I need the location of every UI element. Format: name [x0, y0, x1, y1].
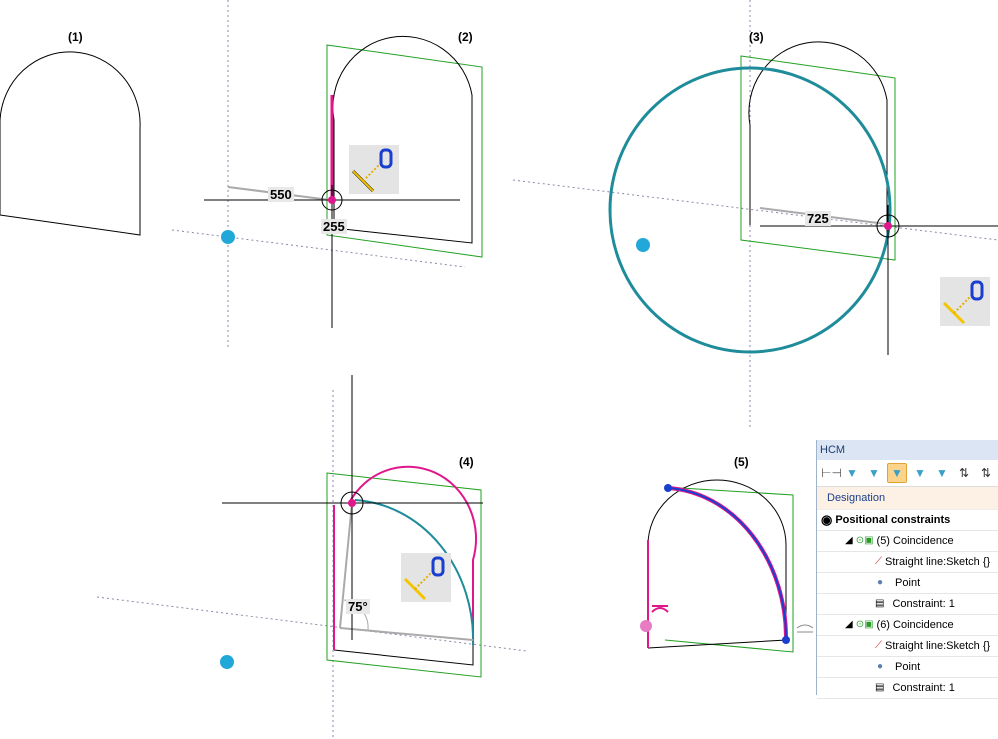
panel-label: (5) — [734, 455, 749, 469]
line-icon: ⟋ — [875, 640, 882, 651]
work-plane-5 — [664, 486, 794, 653]
tree-root-label: Positional constraints — [835, 514, 951, 526]
snap-cursor-icon — [321, 189, 343, 211]
dimension-label[interactable]: 725 — [805, 211, 831, 226]
hcm-title: HCM — [817, 440, 998, 460]
sketch-arch-1 — [0, 51, 141, 236]
expand-triangle-icon[interactable]: ◢ — [845, 619, 853, 630]
filter-play-icon[interactable]: ▼ — [868, 466, 880, 480]
origin-point-icon — [221, 230, 235, 244]
line-icon: ⟋ — [875, 556, 882, 567]
item-label: Constraint: 1 — [892, 598, 955, 610]
filter-icon[interactable]: ▼ — [846, 466, 858, 480]
point-icon: ● — [877, 577, 884, 588]
sketch-arch-5 — [647, 479, 787, 649]
group-label: (5) Coincidence — [876, 535, 954, 547]
expand-triangle-icon[interactable]: ◢ — [845, 535, 853, 546]
tree-item[interactable]: ▤ Constraint: 1 — [817, 594, 998, 615]
teal-circle — [608, 66, 892, 354]
panel-label: (2) — [458, 30, 473, 44]
points — [220, 230, 790, 669]
collapse-icon[interactable]: ⇅ — [980, 466, 992, 480]
point-icon: ● — [877, 661, 884, 672]
item-label: Straight line:Sketch {} — [885, 640, 991, 652]
filter-warning-icon[interactable]: ▼ — [914, 466, 926, 480]
tree-item[interactable]: ● Point — [817, 657, 998, 678]
work-plane-2 — [326, 44, 483, 258]
item-label: Point — [895, 661, 921, 673]
tree-item[interactable]: ⟋Straight line:Sketch {} — [817, 552, 998, 573]
dimension-cursor-icon — [401, 553, 451, 602]
constraint-icon: ▤ — [875, 598, 885, 609]
panel-label: (1) — [68, 30, 83, 44]
hcm-panel: HCM ⊢⊣ ▼ ▼ ▼ ▼ ▼ ⇅ ⇅ Designation ◉Positi… — [816, 440, 998, 699]
dimension-tool-icon[interactable]: ⊢⊣ — [821, 466, 842, 480]
coincidence-icon: ⊙▣ — [855, 535, 874, 546]
expand-icon[interactable]: ⇅ — [958, 466, 970, 480]
item-label: Straight line:Sketch {} — [885, 556, 991, 568]
constraint-icon: ▤ — [875, 682, 885, 693]
endpoint-icon — [664, 484, 672, 492]
group-label: (6) Coincidence — [876, 619, 954, 631]
sketch-arch-2 — [332, 35, 473, 244]
filter-sketch-icon[interactable]: ▼ — [887, 463, 907, 483]
point-icon — [640, 620, 652, 632]
dimension-label[interactable]: 550 — [268, 187, 294, 202]
origin-point-icon — [636, 238, 650, 252]
tree-root[interactable]: ◉Positional constraints — [817, 510, 998, 531]
work-plane-4 — [326, 472, 482, 678]
item-label: Point — [895, 577, 921, 589]
item-label: Constraint: 1 — [892, 682, 955, 694]
column-header-designation[interactable]: Designation — [817, 487, 998, 510]
tree-item[interactable]: ● Point — [817, 573, 998, 594]
angle-label[interactable]: 75° — [346, 599, 370, 614]
dimension-cursor-icon — [349, 145, 399, 194]
filter-error-icon[interactable]: ▼ — [936, 466, 948, 480]
endpoint-icon — [782, 636, 790, 644]
panel-label: (3) — [749, 30, 764, 44]
tree-group[interactable]: ◢⊙▣(5) Coincidence — [817, 531, 998, 552]
sketch-arch-3 — [748, 41, 888, 240]
tree-item[interactable]: ▤ Constraint: 1 — [817, 678, 998, 699]
collapse-circle-icon[interactable]: ◉ — [821, 512, 833, 527]
hcm-toolbar: ⊢⊣ ▼ ▼ ▼ ▼ ▼ ⇅ ⇅ — [817, 460, 998, 487]
panel-label: (4) — [459, 455, 474, 469]
tree-group[interactable]: ◢⊙▣(6) Coincidence — [817, 615, 998, 636]
dimension-label[interactable]: 255 — [321, 219, 347, 234]
coincidence-icon: ⊙▣ — [855, 619, 874, 630]
dimension-cursor-icon — [940, 277, 990, 326]
origin-point-icon — [220, 655, 234, 669]
tree-item[interactable]: ⟋Straight line:Sketch {} — [817, 636, 998, 657]
dotted-axis — [171, 229, 466, 268]
work-plane-3 — [740, 55, 896, 261]
